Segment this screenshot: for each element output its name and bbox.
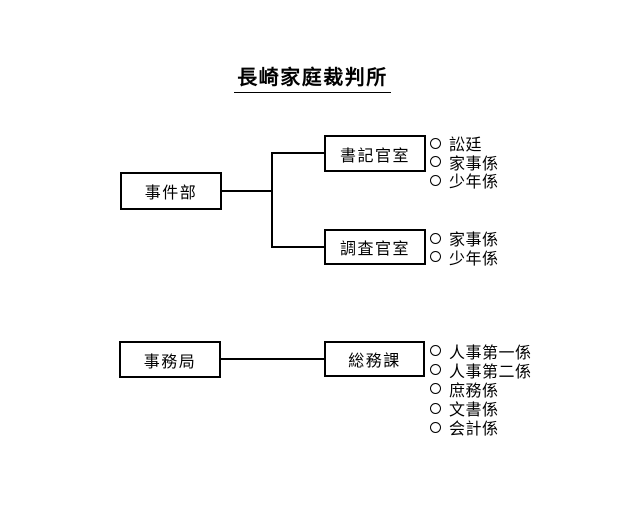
connector-branch-to-chosakan [271,246,324,248]
bullet-list-somuka: 人事第一係 人事第二係 庶務係 文書係 会計係 [430,341,532,439]
bullet-list-chosakan: 家事係 少年係 [430,229,499,268]
list-item: 会計係 [430,418,532,439]
node-chosakan-label: 調査官室 [339,241,410,258]
circle-bullet-icon [430,364,441,376]
list-item-label: 少年係 [449,174,499,192]
node-jikenbu-label: 事件部 [144,185,198,202]
list-item: 文書係 [430,399,532,420]
list-item: 人事第一係 [430,341,532,362]
list-item: 少年係 [430,171,499,192]
circle-bullet-icon [430,383,441,395]
bullet-list-shokikan: 訟廷 家事係 少年係 [430,134,499,192]
list-item-label: 訟廷 [449,137,483,155]
list-item-label: 文書係 [449,402,499,420]
list-item-label: 人事第二係 [449,363,532,381]
circle-bullet-icon [430,232,441,244]
list-item: 家事係 [430,229,499,250]
list-item: 少年係 [430,248,499,268]
node-somuka-label: 総務課 [348,353,401,370]
list-item: 人事第二係 [430,360,532,381]
node-jimukyoku: 事務局 [119,341,221,378]
node-jimukyoku-label: 事務局 [143,353,197,371]
node-jikenbu: 事件部 [120,172,222,210]
list-item-label: 庶務係 [449,382,499,400]
list-item-label: 家事係 [449,155,499,173]
list-item-label: 人事第一係 [449,344,532,362]
circle-bullet-icon [430,174,441,186]
circle-bullet-icon [430,421,441,433]
circle-bullet-icon [430,156,441,168]
list-item: 庶務係 [430,379,532,400]
node-shokikan-label: 書記官室 [339,147,410,165]
list-item-label: 家事係 [449,232,499,250]
circle-bullet-icon [430,137,441,149]
circle-bullet-icon [430,345,441,357]
connector-branch-vertical [271,152,273,248]
connector-branch-to-shokikan [271,152,324,154]
node-somu-ka: 総務課 [324,341,425,377]
node-shokikan-shitsu: 書記官室 [324,135,426,172]
list-item-label: 会計係 [449,421,499,439]
list-item-label: 少年係 [449,250,499,268]
connector-jimukyoku-to-somuka [221,358,324,360]
page-title: 長崎家庭裁判所 [234,67,391,93]
node-chosakan-shitsu: 調査官室 [324,229,426,265]
circle-bullet-icon [430,402,441,414]
list-item: 家事係 [430,153,499,173]
list-item: 訟廷 [430,134,499,155]
circle-bullet-icon [430,251,441,263]
page-title-row: 長崎家庭裁判所 [0,67,625,93]
connector-jikenbu-stub [222,190,273,192]
